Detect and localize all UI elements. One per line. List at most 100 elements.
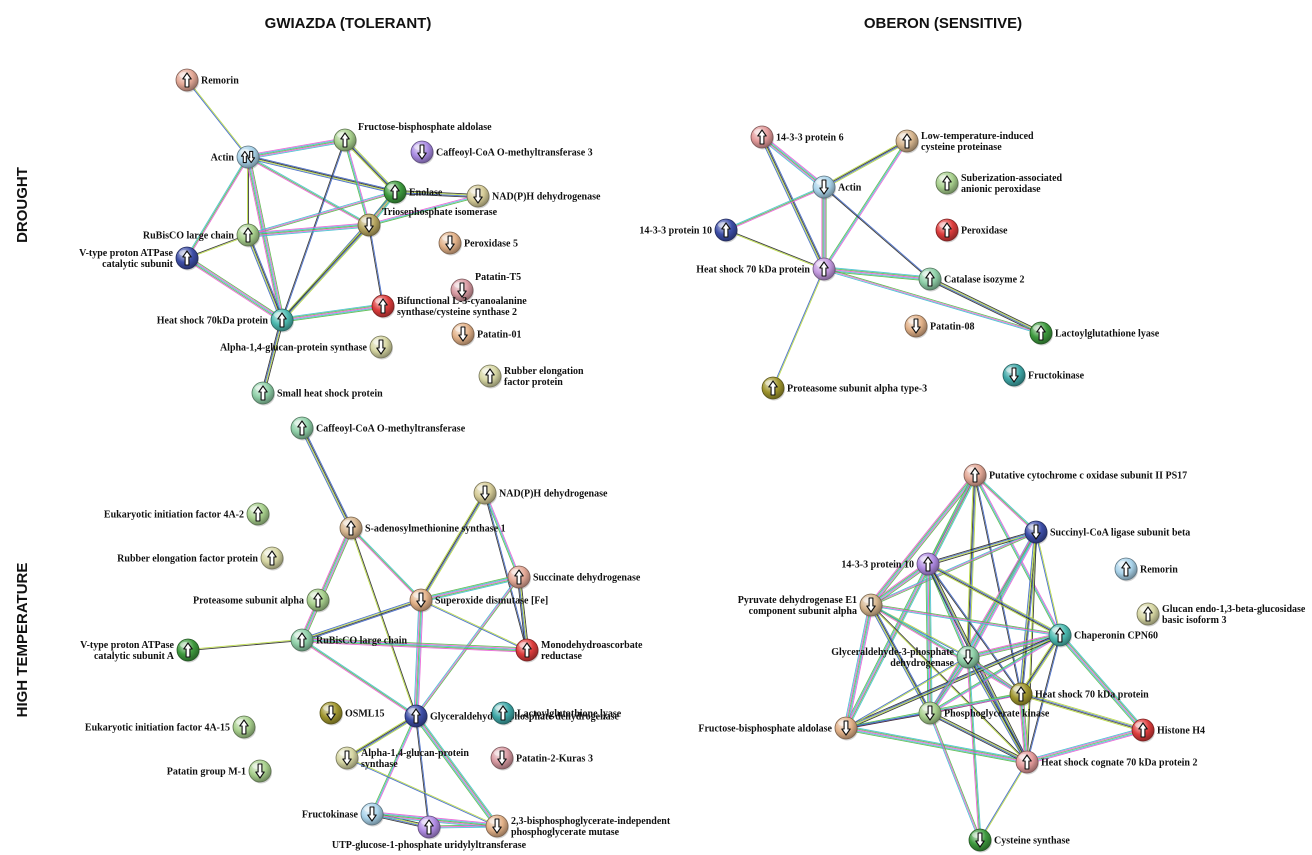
- protein-node-osml15[interactable]: OSML15: [319, 701, 384, 726]
- interaction-edge: [261, 319, 284, 394]
- protein-node-pgk[interactable]: Phosphoglycerate kinase: [918, 701, 1050, 726]
- protein-node-actin[interactable]: Actin: [211, 145, 260, 170]
- interaction-edge: [929, 711, 1028, 764]
- protein-node-pgm[interactable]: 2,3-bisphosphoglycerate-independentphosp…: [485, 814, 671, 839]
- protein-node-p1433-10[interactable]: 14-3-3 protein 10: [841, 552, 940, 577]
- protein-node-fba[interactable]: Fructose-bisphosphate aldolase: [333, 122, 492, 153]
- protein-node-sdh[interactable]: Succinate dehydrogenase: [507, 565, 641, 590]
- up-arrow-icon: [346, 520, 356, 536]
- protein-node-patatin08[interactable]: Patatin-08: [904, 314, 974, 339]
- protein-node-perox[interactable]: Peroxidase: [935, 218, 1008, 243]
- protein-node-cysyn[interactable]: Cysteine synthase: [968, 828, 1070, 853]
- node-label: Suberization-associated: [961, 173, 1063, 184]
- interaction-edge: [413, 714, 500, 828]
- down-arrow-icon: [492, 818, 502, 834]
- protein-node-patatin-m1[interactable]: Patatin group M-1: [167, 759, 272, 784]
- node-label: Succinate dehydrogenase: [533, 573, 641, 584]
- node-label: Caffeoyl-CoA O-methyltransferase 3: [436, 148, 593, 159]
- protein-node-patatin01[interactable]: Patatin-01: [451, 322, 521, 347]
- node-label: UTP-glucose-1-phosphate uridylyltransfer…: [332, 840, 527, 851]
- protein-node-eif4a2[interactable]: Eukaryotic initiation factor 4A-2: [104, 502, 270, 527]
- node-sphere: [236, 145, 260, 169]
- up-arrow-icon: [258, 385, 268, 401]
- protein-node-prot-alpha[interactable]: Proteasome subunit alpha: [193, 588, 330, 613]
- protein-node-psa3[interactable]: Proteasome subunit alpha type-3: [761, 376, 927, 401]
- protein-node-sod[interactable]: Superoxide dismutase [Fe]: [409, 588, 548, 613]
- protein-node-remorin[interactable]: Remorin: [175, 68, 239, 93]
- protein-node-tpi[interactable]: Triosephosphate isomerase: [357, 207, 498, 238]
- protein-node-shsp[interactable]: Small heat shock protein: [251, 381, 383, 406]
- interaction-edge: [843, 604, 874, 729]
- protein-node-lglyase[interactable]: Lactoylglutathione lyase: [491, 701, 622, 726]
- node-label: Succinyl-CoA ligase subunit beta: [1050, 528, 1190, 539]
- down-arrow-icon: [445, 235, 455, 251]
- protein-node-bifunc[interactable]: Bifunctional L-3-cyanoalaninesynthase/cy…: [371, 294, 527, 319]
- up-arrow-icon: [378, 298, 388, 314]
- node-label: 14-3-3 protein 6: [776, 133, 844, 144]
- up-arrow-icon: [942, 175, 952, 191]
- protein-node-hsp70[interactable]: Heat shock 70 kDa protein: [696, 257, 836, 282]
- interaction-edge: [927, 563, 1022, 695]
- protein-node-ugp[interactable]: UTP-glucose-1-phosphate uridylyltransfer…: [332, 815, 527, 851]
- protein-node-alpha14[interactable]: Alpha-1,4-glucan-protein synthase: [220, 335, 393, 360]
- protein-node-patatin-t5[interactable]: Patatin-T5: [450, 272, 521, 303]
- protein-node-p1433-10[interactable]: 14-3-3 protein 10: [639, 218, 738, 243]
- protein-node-hsp70[interactable]: Heat shock 70 kDa protein: [1009, 682, 1149, 707]
- protein-node-gapdh[interactable]: Glyceraldehyde-3-phosphate dehydrogenase: [404, 704, 620, 729]
- node-label: reductase: [541, 651, 582, 662]
- node-label: dehydrogenase: [890, 658, 954, 669]
- protein-node-nadph[interactable]: NAD(P)H dehydrogenase: [473, 481, 608, 506]
- protein-node-histone[interactable]: Histone H4: [1131, 718, 1205, 743]
- protein-node-perox5[interactable]: Peroxidase 5: [438, 231, 518, 256]
- protein-node-cox2[interactable]: Putative cytochrome c oxidase subunit II…: [963, 463, 1187, 488]
- column-title-left: GWIAZDA (TOLERANT): [265, 15, 432, 32]
- interaction-edge: [187, 639, 303, 651]
- protein-node-fructokinase[interactable]: Fructokinase: [302, 802, 384, 827]
- protein-node-rubisco[interactable]: RuBisCO large chain: [290, 628, 408, 653]
- protein-node-p1433-6[interactable]: 14-3-3 protein 6: [750, 125, 844, 150]
- protein-node-actin[interactable]: Actin: [812, 175, 862, 200]
- down-arrow-icon: [497, 750, 507, 766]
- up-arrow-icon: [183, 642, 193, 658]
- interaction-edge: [420, 599, 528, 651]
- protein-node-enolase[interactable]: Enolase: [383, 180, 443, 205]
- protein-node-lglyase[interactable]: Lactoylglutathione lyase: [1029, 321, 1160, 346]
- down-arrow-icon: [255, 763, 265, 779]
- protein-node-hsp70[interactable]: Heat shock 70kDa protein: [157, 308, 294, 333]
- node-label: 14-3-3 protein 10: [639, 226, 712, 237]
- up-arrow-icon: [721, 222, 731, 238]
- protein-node-patatin-kuras[interactable]: Patatin-2-Kuras 3: [490, 746, 593, 771]
- interaction-edge: [1020, 692, 1144, 732]
- protein-node-cat2[interactable]: Catalase isozyme 2: [918, 267, 1025, 292]
- protein-node-fba[interactable]: Fructose-bisphosphate aldolase: [698, 716, 858, 741]
- protein-node-remorin[interactable]: Remorin: [1114, 557, 1178, 582]
- protein-node-fructokinase[interactable]: Fructokinase: [1002, 363, 1085, 388]
- protein-node-rubber[interactable]: Rubber elongation factor protein: [117, 546, 284, 571]
- protein-node-eif4a15[interactable]: Eukaryotic initiation factor 4A-15: [85, 715, 256, 740]
- up-arrow-icon: [522, 642, 532, 658]
- protein-node-hsc70[interactable]: Heat shock cognate 70 kDa protein 2: [1015, 750, 1197, 775]
- interaction-edge: [772, 268, 825, 389]
- up-arrow-icon: [1036, 325, 1046, 341]
- node-label: Putative cytochrome c oxidase subunit II…: [989, 471, 1187, 482]
- protein-node-scoa[interactable]: Succinyl-CoA ligase subunit beta: [1024, 520, 1190, 545]
- protein-node-nadph[interactable]: NAD(P)H dehydrogenase: [466, 184, 601, 209]
- protein-node-sams1[interactable]: S-adenosylmethionine synthase 1: [339, 516, 506, 541]
- protein-node-rubisco[interactable]: RuBisCO large chain: [143, 223, 260, 248]
- interaction-edge: [966, 656, 982, 841]
- node-label: Heat shock 70kDa protein: [157, 316, 269, 327]
- protein-node-ccoamt[interactable]: Caffeoyl-CoA O-methyltransferase: [290, 416, 466, 441]
- protein-node-ccoamt3[interactable]: Caffeoyl-CoA O-methyltransferase 3: [410, 140, 593, 165]
- protein-node-cpn60[interactable]: Chaperonin CPN60: [1048, 623, 1158, 648]
